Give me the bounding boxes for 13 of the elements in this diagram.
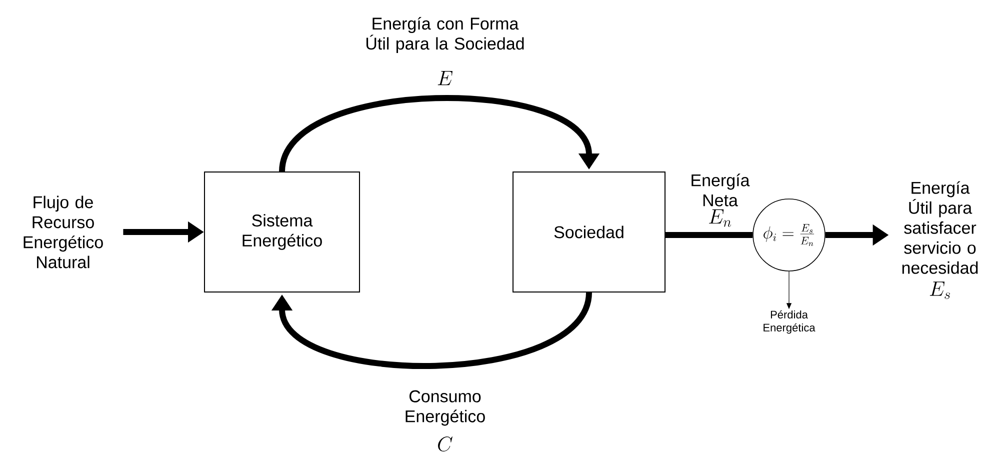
text-label: Flujo de Recurso Energético Natural	[24, 196, 103, 268]
text-label: Pérdida Energética	[764, 310, 816, 334]
process-box: Sistema Energético	[204, 172, 360, 292]
edge-label: Energía Neta	[692, 174, 750, 206]
process-box: Sociedad	[512, 172, 666, 292]
arrow	[271, 292, 592, 369]
edge-label: Energía con Forma Útil para la Sociedad	[366, 16, 524, 54]
symbol-label: $E$	[438, 70, 452, 86]
symbol-label: $E_n$	[709, 209, 732, 227]
edge-label: Consumo Energético	[406, 390, 485, 426]
arrow	[279, 95, 600, 172]
symbol-label: $C$	[438, 436, 452, 452]
text-label: Energía Útil para satisfacer servicio o necesidad $E_s$	[902, 181, 978, 299]
